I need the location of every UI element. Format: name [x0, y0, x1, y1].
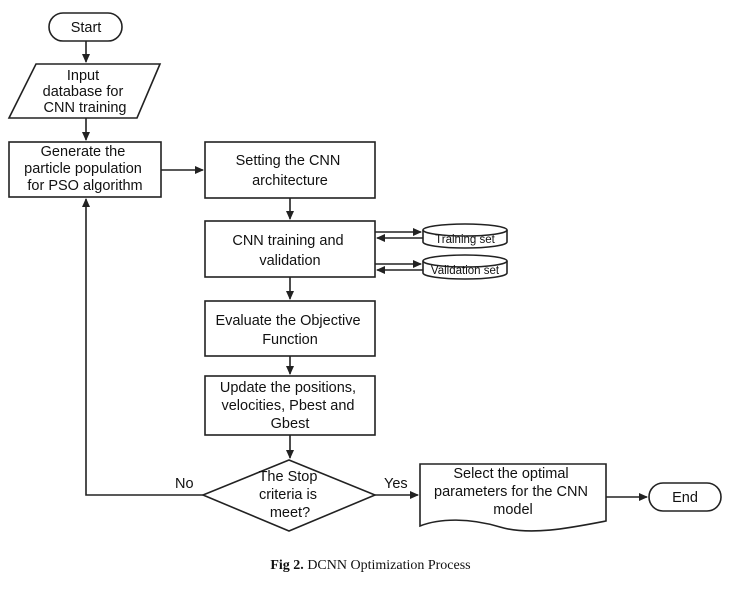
select-document	[419, 463, 607, 532]
figure-label: Fig 2.	[270, 558, 304, 573]
validation-set-cylinder	[422, 254, 508, 280]
validation-set-label: Validation set	[431, 265, 500, 277]
evaluate-label: Evaluate the Objective Function	[215, 313, 364, 348]
training-process	[204, 220, 376, 278]
update-label: Update the positions, velocities, Pbest …	[220, 380, 360, 432]
edge-label-yes: Yes	[384, 476, 408, 492]
end-terminal	[648, 482, 722, 512]
training-set-cylinder	[422, 223, 508, 249]
decision-label: The Stop criteria is meet?	[259, 469, 322, 521]
training-set-label: Training set	[435, 234, 495, 246]
training-label: CNN training and validation	[232, 233, 347, 269]
evaluate-process	[204, 300, 376, 357]
edge-decision-generate-no	[82, 198, 203, 496]
generate-label: Generate the particle population for PSO…	[24, 144, 146, 194]
input-label: Input database for CNN training	[43, 68, 128, 116]
end-label: End	[672, 490, 698, 506]
update-process	[204, 375, 376, 436]
decision-diamond	[200, 459, 378, 532]
figure-caption: Fig 2. DCNN Optimization Process	[0, 558, 741, 574]
edge-label-no: No	[175, 476, 194, 492]
select-label: Select the optimal parameters for the CN…	[434, 466, 592, 518]
start-label: Start	[71, 20, 102, 36]
setting-process	[204, 141, 376, 199]
figure-caption-text: DCNN Optimization Process	[303, 558, 471, 573]
setting-label: Setting the CNN architecture	[236, 153, 345, 189]
generate-process	[8, 141, 162, 198]
input-parallelogram	[7, 63, 162, 119]
